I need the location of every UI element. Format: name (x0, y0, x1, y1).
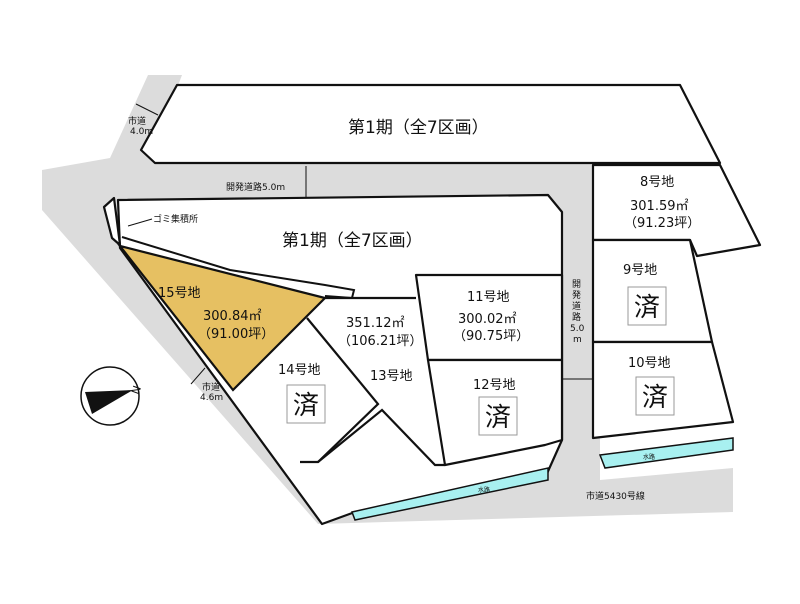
lot-13-area: 351.12㎡ (346, 316, 405, 331)
sold-mark: 済 (485, 403, 511, 433)
sold-badge (627, 286, 667, 326)
lot-8-tsubo: （91.23坪） (624, 216, 700, 231)
sold-mark: 済 (293, 391, 319, 421)
waterway-label: 水路 (478, 486, 490, 494)
waterway-right (598, 437, 734, 469)
svg-text:発: 発 (572, 289, 581, 301)
sold-badge (635, 376, 675, 416)
phase-label-lower: 第1期（全7区画） (282, 231, 423, 251)
garbage-label: ゴミ集積所 (153, 213, 198, 225)
lot-15-name: 15号地 (158, 286, 201, 301)
dev-road-label: 開発道路5.0m (226, 181, 285, 193)
lot-15[interactable] (117, 244, 328, 392)
lot-13-boundary (317, 408, 445, 467)
lot-10-name: 10号地 (628, 356, 671, 371)
lot-9-name: 9号地 (623, 263, 657, 278)
lot-13-name: 13号地 (370, 369, 413, 384)
north-compass-icon: N (80, 366, 144, 426)
lot-15-area: 300.84㎡ (203, 309, 262, 324)
city-road-left-width: 4.6m (200, 393, 223, 403)
svg-text:開: 開 (572, 279, 581, 290)
svg-text:路: 路 (572, 311, 581, 323)
phase1-upper-block[interactable] (139, 83, 722, 165)
lot-12-name: 12号地 (473, 378, 516, 393)
waterway-left (350, 467, 549, 521)
svg-text:m: m (573, 335, 582, 345)
lot-8-name: 8号地 (640, 175, 674, 190)
sold-badge (286, 384, 326, 424)
city-road-bottom-label: 市道5430号線 (586, 490, 645, 502)
dimension-arrow (190, 367, 206, 385)
waterway-label: 水路 (643, 453, 655, 461)
phase-label: 第1期（全7区画） (348, 118, 489, 138)
lot-8-area: 301.59㎡ (630, 199, 689, 214)
city-road-left-label: 市道 (202, 381, 220, 393)
leader-line (127, 218, 153, 227)
lot-13-tsubo: （106.21坪） (338, 334, 423, 349)
lot-11-tsubo: （90.75坪） (453, 329, 529, 344)
lot-11-area: 300.02㎡ (458, 312, 517, 327)
lot-14-name: 14号地 (278, 363, 321, 378)
svg-text:5.0: 5.0 (570, 324, 585, 334)
svg-text:道: 道 (572, 300, 581, 312)
dimension-arrow (135, 103, 159, 116)
lot-11-name: 11号地 (467, 290, 510, 305)
sold-mark: 済 (634, 293, 660, 323)
dev-road-vertical-label: 開 発 道 路 5.0 m (570, 279, 585, 345)
sold-mark: 済 (642, 383, 668, 413)
lot-14-boundary (300, 317, 380, 464)
sold-badge (478, 396, 518, 436)
city-road-top-width: 4.0m (130, 127, 153, 137)
lot-15-tsubo: （91.00坪） (198, 327, 274, 342)
city-road-top-label: 市道 (128, 115, 146, 127)
